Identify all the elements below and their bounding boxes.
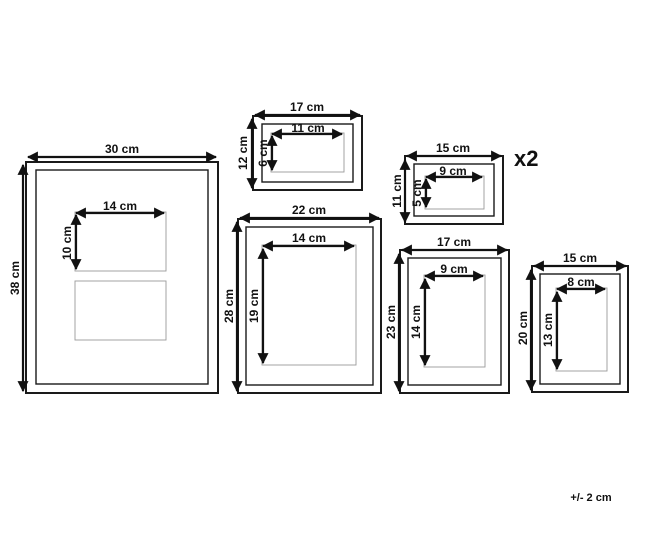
width-label: 22 cm xyxy=(292,203,326,217)
frame-17x23: 17 cm 23 cm 9 cm 14 cm xyxy=(384,235,510,394)
quantity-label: x2 xyxy=(514,146,538,171)
height-label: 11 cm xyxy=(390,174,404,207)
inner-width-label: 9 cm xyxy=(439,164,466,178)
frame-mat xyxy=(261,123,354,183)
inner-height-label: 5 cm xyxy=(410,179,424,206)
width-label: 30 cm xyxy=(105,142,139,156)
inner-width-label: 11 cm xyxy=(291,121,324,135)
inner-width-label: 14 cm xyxy=(292,231,326,245)
width-label: 17 cm xyxy=(437,235,471,249)
height-label: 38 cm xyxy=(8,261,22,295)
photo-opening xyxy=(555,287,608,372)
height-label: 20 cm xyxy=(516,311,530,345)
height-label: 28 cm xyxy=(222,289,236,323)
height-label: 23 cm xyxy=(384,305,398,339)
inner-height-label: 13 cm xyxy=(541,313,555,347)
inner-height-label: 10 cm xyxy=(60,226,74,260)
inner-height-label: 6 cm xyxy=(256,139,270,166)
height-label: 12 cm xyxy=(236,136,250,170)
width-label: 15 cm xyxy=(563,251,597,265)
frame-mat xyxy=(245,226,374,386)
photo-opening xyxy=(424,175,485,210)
frame-mat xyxy=(539,273,621,385)
frame-mat xyxy=(413,163,495,217)
frame-mat xyxy=(407,257,502,386)
photo-opening xyxy=(74,280,167,341)
tolerance-label: +/- 2 cm xyxy=(570,492,611,504)
frame-17x12: 17 cm 12 cm 11 cm 6 cm xyxy=(236,100,363,191)
inner-width-label: 14 cm xyxy=(103,199,137,213)
frame-mat xyxy=(35,169,209,385)
frame-22x28: 22 cm 28 cm 14 cm 19 cm xyxy=(222,203,382,394)
frame-30x38: 30 cm 38 cm 14 cm 10 cm xyxy=(8,142,219,394)
inner-width-label: 8 cm xyxy=(567,275,594,289)
photo-opening xyxy=(423,274,486,368)
width-label: 15 cm xyxy=(436,141,470,155)
photo-opening xyxy=(74,211,167,272)
frame-outer xyxy=(25,161,219,394)
inner-width-label: 9 cm xyxy=(440,262,467,276)
inner-height-label: 19 cm xyxy=(247,289,261,323)
photo-opening xyxy=(270,132,345,173)
width-label: 17 cm xyxy=(290,100,324,114)
photo-opening xyxy=(261,244,357,366)
frame-15x20: 15 cm 20 cm 8 cm 13 cm xyxy=(516,251,629,393)
inner-height-label: 14 cm xyxy=(409,305,423,339)
frame-15x11: 15 cm 11 cm 9 cm 5 cm x2 xyxy=(390,141,538,225)
